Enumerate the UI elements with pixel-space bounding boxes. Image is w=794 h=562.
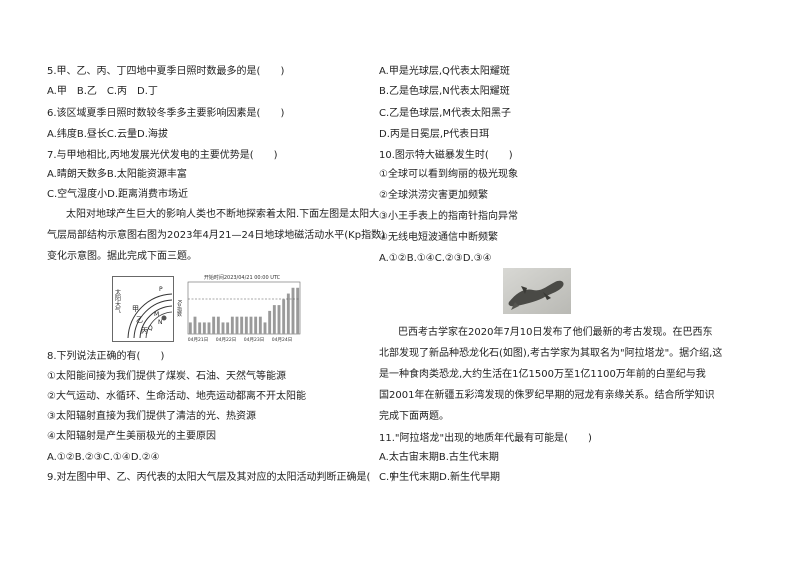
marker-m: M [154, 311, 159, 318]
q8-statement-1: ①太阳能间接为我们提供了煤炭、石油、天然气等能源 [47, 371, 286, 382]
kp-bar [272, 305, 276, 334]
q6-options: A.纬度B.昼长C.云量D.海拔 [47, 129, 168, 140]
q10-options: A.①②B.①④C.②③D.③④ [379, 253, 492, 264]
q8-statement-2: ②大气运动、水循环、生命活动、地壳运动都离不开太阳能 [47, 391, 306, 402]
q8-stem: 8.下列说法正确的有( ) [47, 351, 165, 362]
passage-line-2: 北部发现了新品种恐龙化石(如图),考古学家为其取名为"阿拉塔龙"。据介绍,这 [379, 348, 723, 359]
q11-stem: 11."阿拉塔龙"出现的地质年代最有可能是( ) [379, 433, 592, 444]
kp-bar [193, 316, 197, 334]
kp-bar [235, 316, 239, 334]
dinosaur-fossil-photo [503, 268, 571, 314]
q5-stem: 5.甲、乙、丙、丁四地中夏季日照时数最多的是( ) [47, 66, 285, 77]
x-tick-label: 04月24日 [272, 337, 292, 343]
q5-options: A.甲 B.乙 C.丙 D.丁 [47, 86, 158, 97]
kp-bar [244, 316, 248, 334]
q7-options-cd: C.空气湿度小D.距离消费市场近 [47, 189, 189, 200]
q9-option-a: A.甲是光球层,Q代表太阳耀斑 [379, 66, 510, 77]
passage-line-5: 完成下面两题。 [379, 411, 449, 422]
kp-bar [277, 305, 281, 334]
kp-bar [286, 293, 290, 334]
q7-stem: 7.与甲地相比,丙地发展光伏发电的主要优势是( ) [47, 150, 278, 161]
passage-line-1: 巴西考古学家在2020年7月10日发布了他们最新的考古发现。在巴西东 [398, 327, 713, 338]
q8-options: A.①②B.②③C.①④D.②④ [47, 452, 160, 463]
x-tick-label: 04月21日 [188, 337, 208, 343]
intro-line-1: 太阳对地球产生巨大的影响人类也不断地探索着太阳.下面左图是太阳大 [66, 209, 380, 220]
kp-bar [221, 322, 225, 334]
q8-statement-3: ③太阳辐射直接为我们提供了清洁的光、热资源 [47, 411, 256, 422]
passage-line-3: 是一种食肉类恐龙,大约生活在1亿1500万至1亿1100万年前的白垩纪与我 [379, 369, 706, 380]
marker-n: N [158, 319, 163, 326]
passage-line-4: 国2001年在新疆五彩湾发现的侏罗纪早期的冠龙有亲缘关系。结合所学知识 [379, 390, 715, 401]
q9-stem: 9.对左图中甲、乙、丙代表的太阳大气层及其对应的太阳活动判断正确是( ) [47, 472, 395, 483]
kp-bar [268, 310, 272, 334]
q10-statement-3: ③小王手表上的指南针指向异常 [379, 211, 518, 222]
x-tick-label: 04月22日 [216, 337, 236, 343]
x-tick-label: 04月23日 [244, 337, 264, 343]
q9-option-c: C.乙是色球层,M代表太阳黑子 [379, 108, 511, 119]
q9-option-b: B.乙是色球层,N代表太阳耀斑 [379, 86, 510, 97]
q10-statement-4: ④无线电短波通信中断频繁 [379, 232, 498, 243]
q8-statement-4: ④太阳辐射是产生美丽极光的主要原因 [47, 431, 216, 442]
kp-bar [240, 316, 244, 334]
q10-statement-2: ②全球洪涝灾害更加频繁 [379, 190, 488, 201]
intro-line-2: 气层局部结构示意图右图为2023年4月21—24日地球地磁活动水平(Kp指数) [47, 230, 385, 241]
q11-options-cd: C.中生代末期D.新生代早期 [379, 472, 501, 483]
layer-label-bing: 丙 [141, 327, 148, 335]
kp-bar [230, 316, 234, 334]
marker-q: Q [148, 325, 153, 332]
kp-bar [216, 316, 220, 334]
marker-p: P [159, 286, 163, 293]
chart-bars [188, 287, 300, 334]
kp-bar [226, 322, 230, 334]
kp-bar [291, 287, 295, 334]
kp-bar [212, 316, 216, 334]
q10-stem: 10.图示特大磁暴发生时( ) [379, 150, 513, 161]
layer-label-jia: 甲 [132, 305, 139, 313]
kp-bar [263, 322, 267, 334]
kp-bar [254, 316, 258, 334]
kp-bar [258, 316, 262, 334]
q11-options-ab: A.太古宙末期B.古生代末期 [379, 452, 499, 463]
chart-frame [187, 281, 301, 335]
kp-index-chart: 开始时间2023/04/21 00:00 UTC Kp指数 04月21日 04月… [176, 274, 301, 343]
solar-atmosphere-figure: 太阳大气 甲 乙 丙 P M N Q [112, 276, 174, 342]
q10-statement-1: ①全球可以看到绚丽的极光现象 [379, 169, 518, 180]
q6-stem: 6.该区域夏季日照时数较冬季多主要影响因素是( ) [47, 108, 285, 119]
chart-title: 开始时间2023/04/21 00:00 UTC [204, 274, 281, 281]
intro-line-3: 变化示意图。据此完成下面三题。 [47, 251, 197, 262]
kp-bar [202, 322, 206, 334]
kp-bar [296, 287, 300, 334]
kp-bar [282, 299, 286, 334]
layer-label-yi: 乙 [136, 316, 143, 324]
kp-bar [188, 322, 192, 334]
kp-bar [207, 322, 211, 334]
q9-option-d: D.丙是日冕层,P代表日珥 [379, 129, 490, 140]
sunspot-mark [161, 315, 167, 321]
figure-vertical-title: 太阳大气 [114, 288, 121, 313]
kp-bar [249, 316, 253, 334]
chart-ylabel: Kp指数 [176, 300, 182, 318]
kp-bar [198, 322, 202, 334]
q7-options-ab: A.晴朗天数多B.太阳能资源丰富 [47, 169, 187, 180]
